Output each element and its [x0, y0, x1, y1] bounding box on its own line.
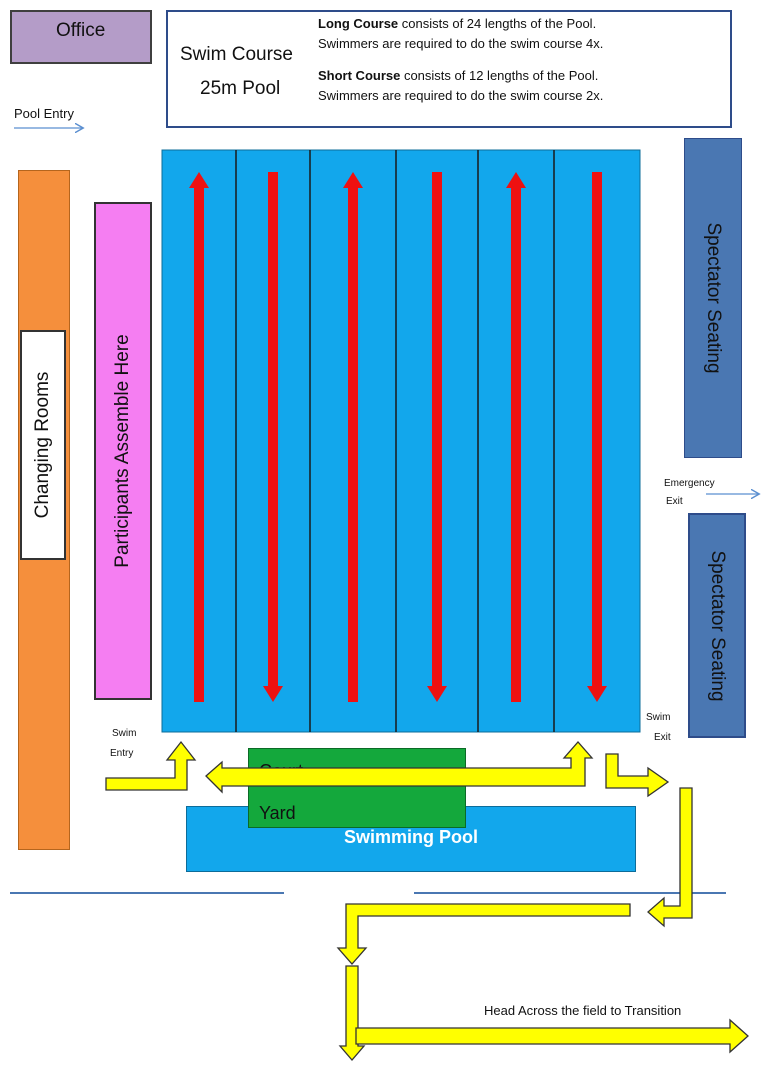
- swim-entry-line2: Entry: [110, 748, 134, 759]
- swim-exit-line2: Exit: [654, 732, 671, 743]
- office-label: Office: [56, 20, 106, 41]
- lane-arrow-up: [343, 172, 363, 702]
- short-course-line1: Short Course consists of 12 lengths of t…: [318, 66, 598, 86]
- court-yard-arrow: [338, 965, 366, 1061]
- swim-exit-line1: Swim: [646, 712, 671, 723]
- changing-rooms-label-box: Changing Rooms: [20, 330, 66, 560]
- short-course-rest: consists of 12 lengths of the Pool.: [400, 68, 599, 83]
- long-course-rest: consists of 24 lengths of the Pool.: [398, 16, 597, 31]
- participants-assemble-area: Participants Assemble Here: [94, 202, 152, 700]
- long-course-line1: Long Course consists of 24 lengths of th…: [318, 14, 596, 34]
- lane-arrow-down: [427, 172, 447, 702]
- lane-arrow-down: [587, 172, 607, 702]
- lane-arrow-down: [263, 172, 283, 702]
- divider-line-right: [414, 892, 726, 894]
- lane-lines: [235, 150, 555, 732]
- transition-text: Head Across the field to Transition: [484, 1003, 682, 1018]
- court-yard-line2: Yard: [259, 803, 296, 823]
- transition-arrow: [355, 1018, 749, 1054]
- long-course-line2: Swimmers are required to do the swim cou…: [318, 36, 604, 51]
- swimming-pool-label: Swimming Pool: [343, 827, 478, 847]
- walkway-double-arrow: [205, 741, 594, 794]
- short-course-bold: Short Course: [318, 68, 401, 83]
- lane-arrow-up: [189, 172, 209, 702]
- swim-exit-arrow: [605, 753, 670, 798]
- spectator-seating-top: Spectator Seating: [684, 138, 742, 458]
- pool: [161, 149, 641, 733]
- course-title: Swim Course: [180, 44, 293, 65]
- emergency-exit-line2: Exit: [666, 496, 683, 507]
- swim-entry-line1: Swim: [112, 728, 137, 739]
- swim-entry-arrow: [105, 740, 197, 791]
- spectator-seating-bottom: Spectator Seating: [688, 513, 746, 738]
- course-subtitle: 25m Pool: [200, 78, 281, 99]
- route-down-left-arrow: [647, 787, 693, 928]
- route-left-down-arrow: [336, 903, 631, 965]
- short-course-line2: Swimmers are required to do the swim cou…: [318, 88, 604, 103]
- divider-line-left: [10, 892, 284, 894]
- emergency-exit-line1: Emergency: [664, 478, 715, 489]
- long-course-bold: Long Course: [318, 16, 399, 31]
- swim-course-info-box: Swim Course 25m Pool Long Course consist…: [166, 10, 732, 128]
- lane-arrows: [189, 172, 607, 702]
- office-box: Office: [10, 10, 152, 64]
- pool-entry-label: Pool Entry: [14, 106, 74, 121]
- lane-arrow-up: [506, 172, 526, 702]
